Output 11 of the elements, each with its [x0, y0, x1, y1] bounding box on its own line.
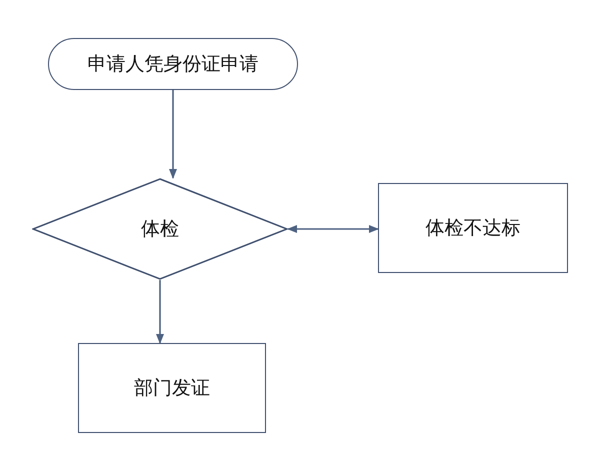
process-box	[378, 183, 568, 273]
node-label: 体检不达标	[426, 216, 520, 241]
arrow	[287, 225, 379, 233]
node-label: 部门发证	[134, 376, 210, 401]
decision-diamond	[32, 178, 288, 280]
node-label: 申请人凭身份证申请	[88, 52, 258, 77]
arrow	[156, 280, 164, 344]
arrow	[169, 90, 177, 179]
start-box	[48, 38, 298, 90]
node-label: 体检	[141, 217, 179, 242]
process-box	[78, 343, 266, 433]
